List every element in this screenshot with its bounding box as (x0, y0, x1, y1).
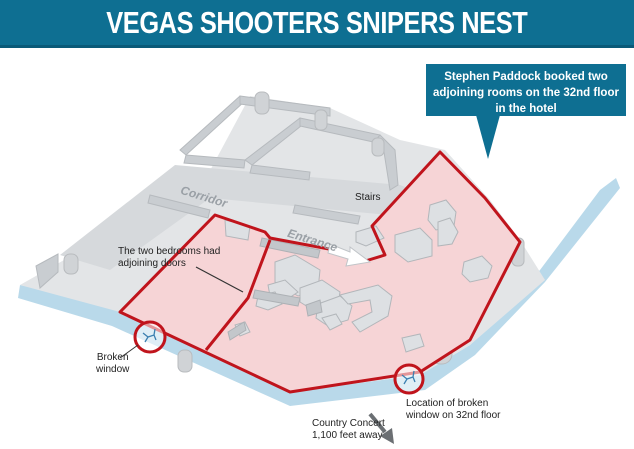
entrance-arrow (327, 243, 372, 267)
suite-divider (204, 239, 272, 351)
header-bar: VEGAS SHOOTERS SNIPERS NEST (0, 0, 634, 45)
stairs-label: Stairs (355, 192, 381, 203)
header-divider (0, 45, 634, 48)
bedrooms-pointer-line (195, 266, 244, 293)
broken-window-pointer (119, 344, 139, 359)
concert-direction-arrow (368, 412, 394, 444)
suite-internal-walls (227, 237, 323, 341)
broken-glass-icon (142, 328, 157, 343)
broken-window-location-label: Location of broken window on 32nd floor (406, 398, 501, 421)
concert-distance-label: Country Concert 1,100 feet away (312, 418, 385, 441)
suite-outline (118, 150, 522, 394)
window-edge (18, 178, 620, 406)
room-walls (35, 95, 399, 289)
booking-callout: Stephen Paddock booked two adjoining roo… (426, 64, 626, 116)
broken-window-label: Broken window (96, 352, 130, 375)
broken-glass-icon (401, 370, 416, 385)
bedrooms-label: The two bedrooms had adjoining doors (118, 246, 221, 269)
page-title: VEGAS SHOOTERS SNIPERS NEST (106, 4, 528, 40)
broken-window-marker-right (393, 363, 425, 395)
corridor-floor (60, 165, 440, 270)
broken-window-marker-left (133, 320, 167, 354)
callout-pointer (476, 115, 500, 159)
